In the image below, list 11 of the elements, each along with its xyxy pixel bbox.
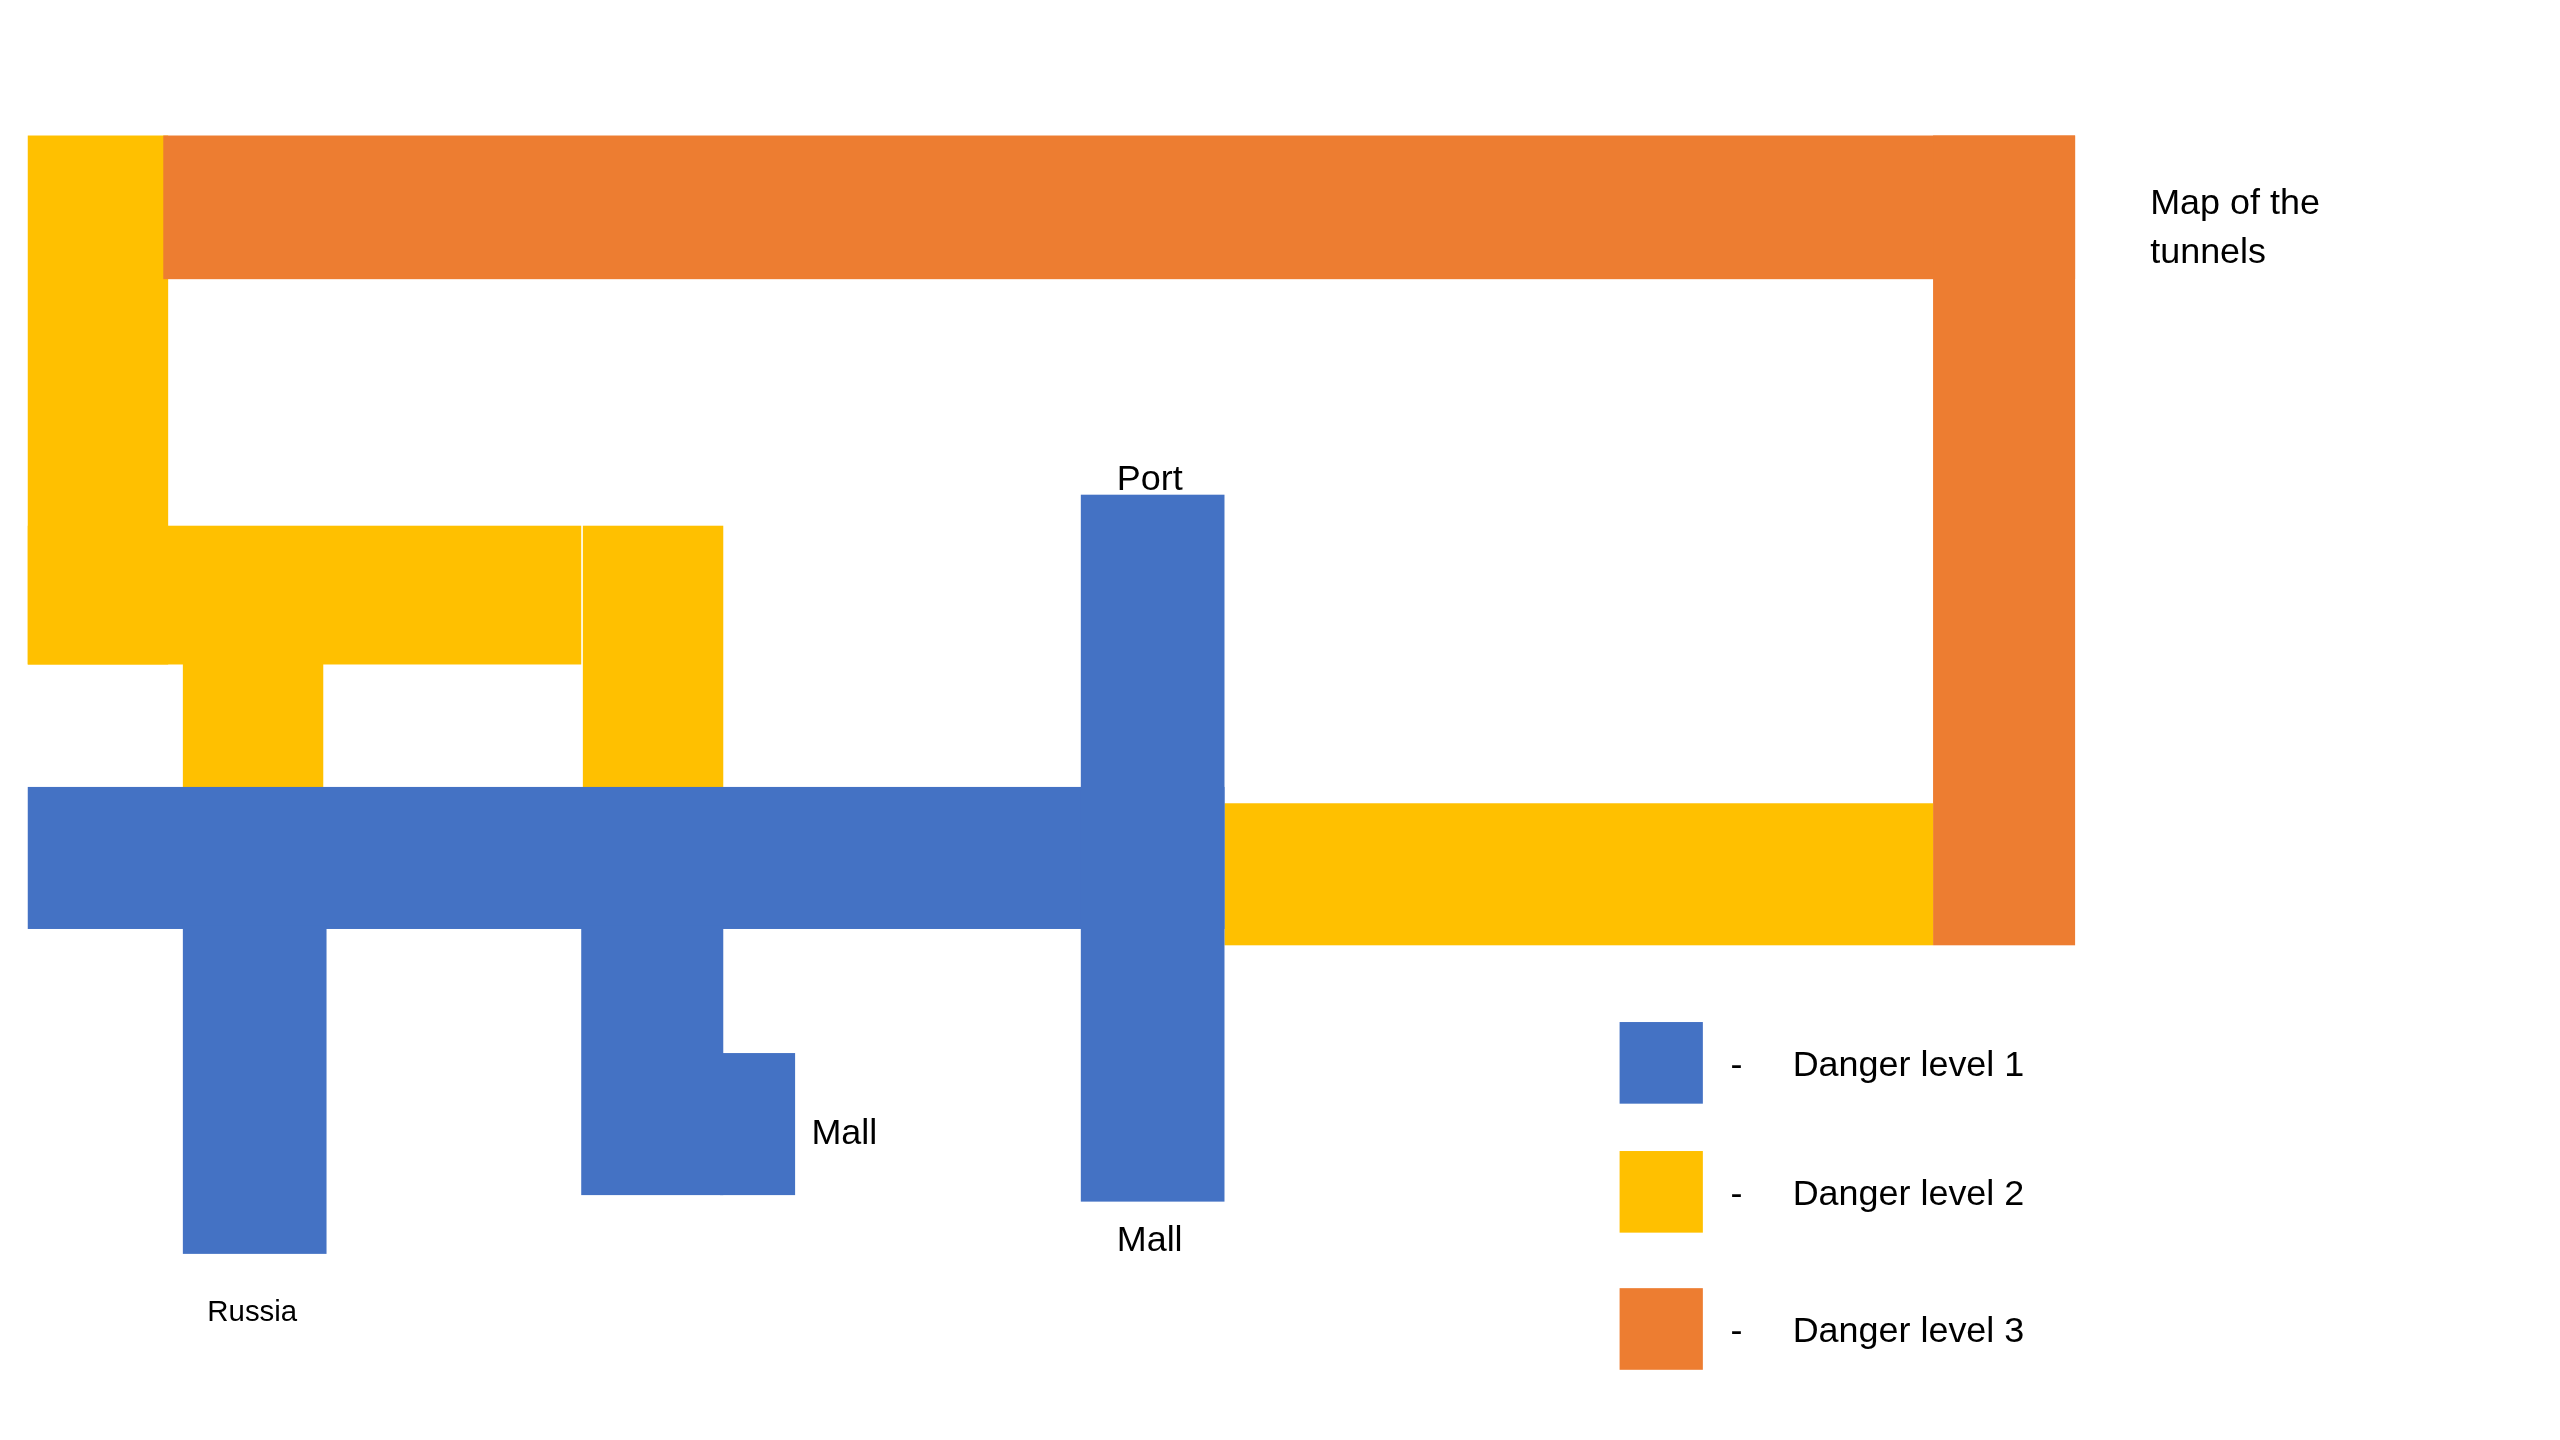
legend-label: Danger level 2 xyxy=(1792,1171,2025,1216)
legend-dash: - xyxy=(1730,1042,1743,1087)
place-label: Russia xyxy=(207,1293,298,1330)
legend-dash: - xyxy=(1730,1308,1743,1353)
legend-dash: - xyxy=(1730,1171,1743,1216)
legend-label: Danger level 3 xyxy=(1792,1308,2025,1353)
map-title: Map of the tunnels xyxy=(2150,180,2321,273)
place-label: Mall xyxy=(1116,1216,1183,1261)
place-label: Mall xyxy=(811,1110,878,1155)
place-label: Port xyxy=(1116,456,1183,500)
legend-label: Danger level 1 xyxy=(1792,1042,2025,1087)
